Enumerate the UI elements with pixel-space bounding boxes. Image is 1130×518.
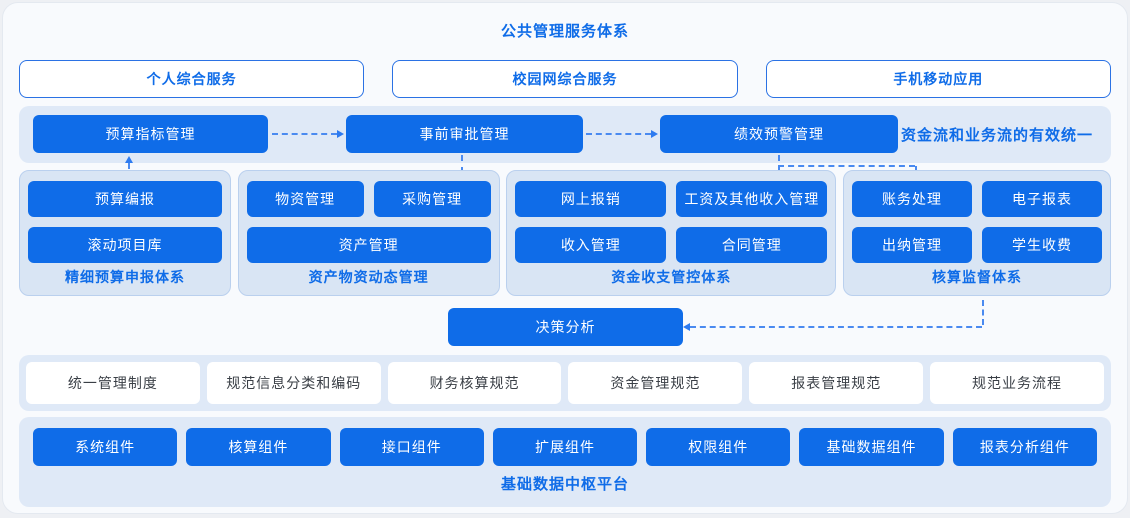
cashier-mgmt-btn[interactable]: 出纳管理 <box>851 227 972 263</box>
permission-component-btn[interactable]: 权限组件 <box>646 428 791 466</box>
standards-band: 统一管理制度 规范信息分类和编码 财务核算规范 资金管理规范 报表管理规范 规范… <box>19 355 1111 411</box>
components-band: 系统组件 核算组件 接口组件 扩展组件 权限组件 基础数据组件 报表分析组件 基… <box>19 417 1111 507</box>
top-services-row: 个人综合服务 校园网综合服务 手机移动应用 <box>19 60 1111 98</box>
performance-warning-btn[interactable]: 绩效预警管理 <box>660 115 898 153</box>
budget-preparation-btn[interactable]: 预算编报 <box>28 181 222 217</box>
flow-band: 预算指标管理 事前审批管理 绩效预警管理 资金流和业务流的有效统一 <box>19 106 1111 163</box>
standard-item[interactable]: 报表管理规范 <box>749 362 924 404</box>
contract-mgmt-btn[interactable]: 合同管理 <box>676 227 828 263</box>
standard-item[interactable]: 统一管理制度 <box>26 362 200 404</box>
flow-note: 资金流和业务流的有效统一 <box>900 127 1093 144</box>
standard-item[interactable]: 规范信息分类和编码 <box>206 362 381 404</box>
module-panels-row: 预算编报 滚动项目库 精细预算申报体系 物资管理 采购管理 资产管理 资产物资动… <box>19 170 1111 296</box>
student-fee-btn[interactable]: 学生收费 <box>981 227 1102 263</box>
platform-label: 基础数据中枢平台 <box>500 476 629 493</box>
page-title: 公共管理服务体系 <box>500 23 629 40</box>
arrow-to-decision-icon <box>683 322 982 332</box>
accounting-processing-btn[interactable]: 账务处理 <box>851 181 972 217</box>
accounting-component-btn[interactable]: 核算组件 <box>186 428 331 466</box>
panel-budget-declaration: 预算编报 滚动项目库 精细预算申报体系 <box>19 170 231 296</box>
arrow-from-supervision-vertical-icon <box>978 300 987 325</box>
decision-analysis-btn[interactable]: 决策分析 <box>448 308 683 346</box>
procurement-mgmt-btn[interactable]: 采购管理 <box>373 181 491 217</box>
income-mgmt-btn[interactable]: 收入管理 <box>515 227 667 263</box>
panel-label-fund-control: 资金收支管控体系 <box>611 269 732 285</box>
asset-mgmt-btn[interactable]: 资产管理 <box>246 227 491 263</box>
campus-network-services-box[interactable]: 校园网综合服务 <box>392 60 738 98</box>
standard-item[interactable]: 规范业务流程 <box>930 362 1104 404</box>
arrow-branch-line-icon <box>778 165 915 167</box>
panel-accounting-supervision: 账务处理 电子报表 出纳管理 学生收费 核算监督体系 <box>842 170 1111 296</box>
rolling-project-library-btn[interactable]: 滚动项目库 <box>28 227 222 263</box>
panel-label-accounting-supervision: 核算监督体系 <box>931 269 1022 285</box>
panel-asset-material: 物资管理 采购管理 资产管理 资产物资动态管理 <box>237 170 500 296</box>
online-reimbursement-btn[interactable]: 网上报销 <box>515 181 667 217</box>
panel-label-asset-material: 资产物资动态管理 <box>308 269 429 285</box>
report-analysis-component-btn[interactable]: 报表分析组件 <box>952 428 1097 466</box>
standard-item[interactable]: 资金管理规范 <box>568 362 743 404</box>
base-data-component-btn[interactable]: 基础数据组件 <box>799 428 944 466</box>
personal-services-box[interactable]: 个人综合服务 <box>19 60 365 98</box>
budget-indicator-btn[interactable]: 预算指标管理 <box>33 115 268 153</box>
arrow-preapproval-to-warning-icon <box>586 129 658 139</box>
system-component-btn[interactable]: 系统组件 <box>33 428 178 466</box>
panel-label-budget-declaration: 精细预算申报体系 <box>65 269 185 285</box>
interface-component-btn[interactable]: 接口组件 <box>339 428 484 466</box>
components-row: 系统组件 核算组件 接口组件 扩展组件 权限组件 基础数据组件 报表分析组件 <box>33 428 1097 466</box>
mobile-app-box[interactable]: 手机移动应用 <box>765 60 1111 98</box>
material-mgmt-btn[interactable]: 物资管理 <box>246 181 364 217</box>
panel-fund-control: 网上报销 工资及其他收入管理 收入管理 合同管理 资金收支管控体系 <box>506 170 837 296</box>
pre-approval-btn[interactable]: 事前审批管理 <box>346 115 583 153</box>
standard-item[interactable]: 财务核算规范 <box>387 362 562 404</box>
salary-income-mgmt-btn[interactable]: 工资及其他收入管理 <box>676 181 828 217</box>
arrow-budget-to-preapproval-icon <box>272 129 344 139</box>
extension-component-btn[interactable]: 扩展组件 <box>492 428 638 466</box>
electronic-report-btn[interactable]: 电子报表 <box>981 181 1102 217</box>
